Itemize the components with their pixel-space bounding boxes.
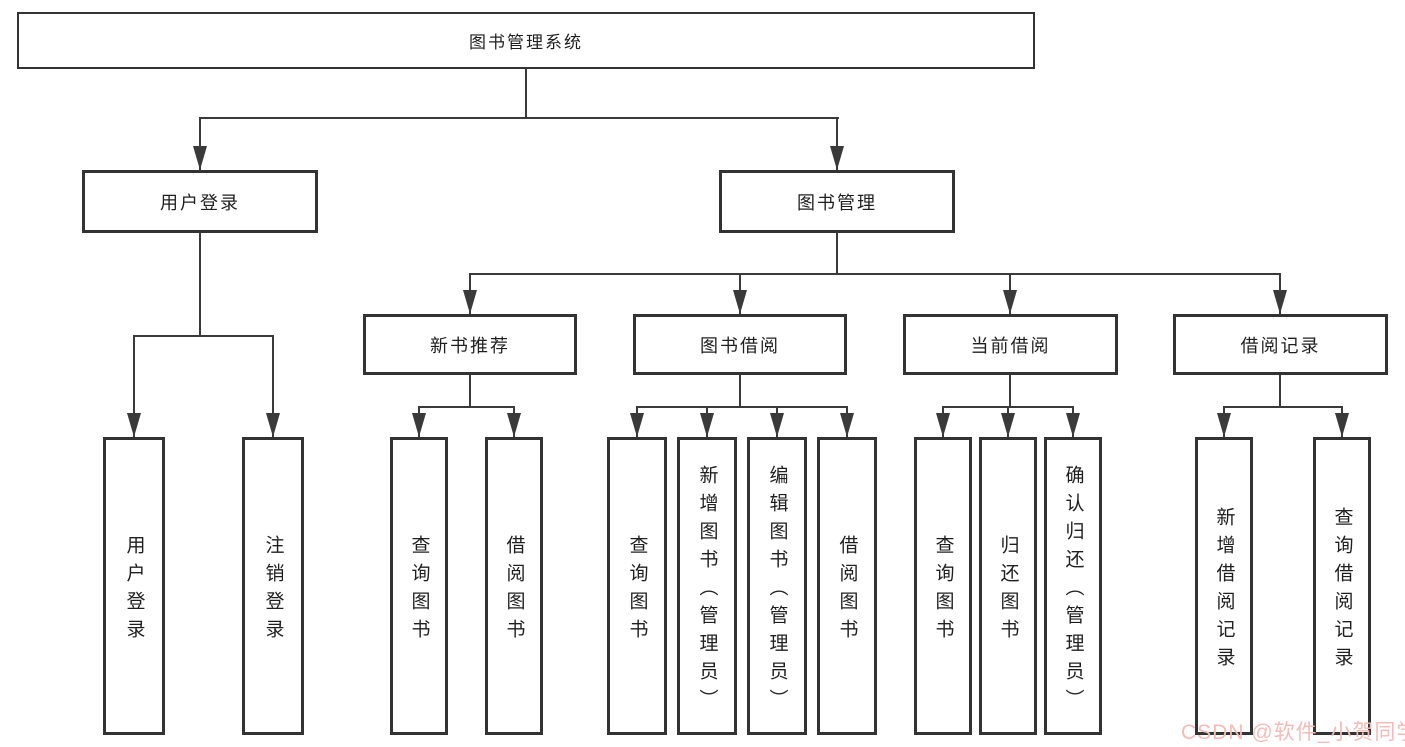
arrowhead-cb-query-icon [936,413,950,437]
arrowhead-br-query-icon [1335,413,1349,437]
edge-user-login-drop-2 [272,335,274,437]
node-book-management: 图书管理 [719,170,955,233]
edge-new-book-rec-stem [469,375,471,408]
arrowhead-nbr-query-icon [412,413,426,437]
node-user-login: 用户登录 [82,170,318,233]
arrowhead-bb-borrow-icon [840,413,854,437]
arrowhead-leaf-logout-icon [266,413,280,437]
edge-book-mgmt-rail [469,273,1281,275]
leaf-cb-query-books: 查询图书 [914,437,972,735]
node-library-system: 图书管理系统 [17,12,1035,69]
arrowhead-user-login-icon [193,146,207,170]
node-current-borrowing: 当前借阅 [903,314,1118,375]
leaf-bb-edit-books-admin: 编辑图书（管理员） [747,437,807,735]
edge-root-stem [525,69,527,117]
arrowhead-current-borrow-icon [1003,290,1017,314]
arrowhead-nbr-borrow-icon [507,413,521,437]
arrowhead-bb-edit-icon [770,413,784,437]
arrowhead-cb-confirm-icon [1066,413,1080,437]
edge-borrow-record-rail [1223,406,1343,408]
edge-book-borrow-rail [636,406,848,408]
leaf-br-query-record: 查询借阅记录 [1313,437,1371,735]
csdn-watermark: CSDN @软件_小贺同学 [1181,721,1405,744]
leaf-cb-return-books: 归还图书 [979,437,1037,735]
leaf-bb-borrow-books: 借阅图书 [817,437,877,735]
edge-borrow-record-stem [1279,375,1281,408]
arrowhead-book-borrow-icon [733,290,747,314]
leaf-bb-add-books-admin: 新增图书（管理员） [677,437,737,735]
arrowhead-new-book-rec-icon [463,290,477,314]
node-new-book-recommend: 新书推荐 [363,314,577,375]
arrowhead-bb-add-icon [700,413,714,437]
arrowhead-borrow-record-icon [1273,290,1287,314]
edge-book-mgmt-stem [836,233,838,275]
edge-new-book-rec-rail [418,406,515,408]
arrowhead-bb-query-icon [630,413,644,437]
arrowhead-cb-return-icon [1001,413,1015,437]
leaf-br-add-record: 新增借阅记录 [1195,437,1253,735]
arrowhead-br-add-icon [1217,413,1231,437]
arrowhead-book-mgmt-icon [830,146,844,170]
leaf-cb-confirm-return-admin: 确认归还（管理员） [1044,437,1102,735]
edge-user-login-stem [199,233,201,337]
edge-root-drop-right [836,117,838,170]
edge-user-login-rail [133,335,274,337]
leaf-nbr-borrow-books: 借阅图书 [485,437,543,735]
edge-root-rail [199,117,839,119]
leaf-logout: 注销登录 [242,437,304,735]
leaf-user-login: 用户登录 [103,437,165,735]
edge-current-borrow-stem [1009,375,1011,408]
node-borrowing-records: 借阅记录 [1173,314,1388,375]
edge-book-borrow-stem [739,375,741,408]
leaf-bb-query-books: 查询图书 [607,437,667,735]
edge-user-login-drop-1 [133,335,135,437]
node-book-borrowing: 图书借阅 [633,314,847,375]
edge-root-drop-left [199,117,201,170]
arrowhead-leaf-user-login-icon [127,413,141,437]
leaf-nbr-query-books: 查询图书 [390,437,448,735]
